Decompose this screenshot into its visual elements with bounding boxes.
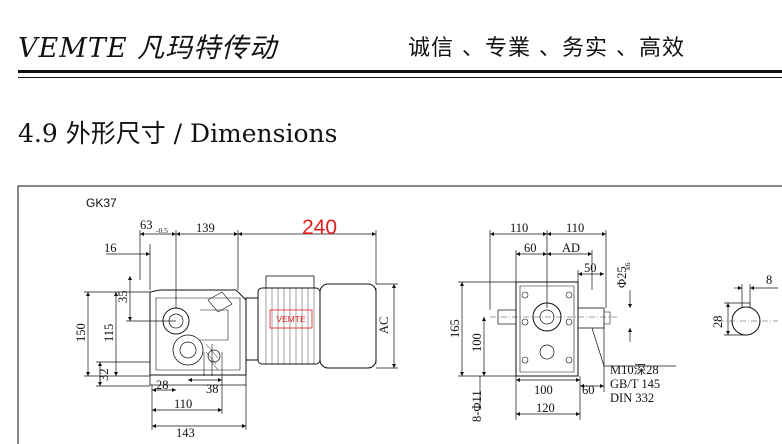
dim-38: 38	[206, 382, 219, 396]
nameplate-box	[269, 309, 313, 329]
dim-35: 35	[116, 291, 130, 304]
dim-16: 16	[104, 241, 117, 255]
company-slogan: 诚信 、专業 、务实 、高效	[408, 36, 685, 61]
dim-shaft-diameter: Φ25	[615, 266, 629, 288]
gb-standard: GB/T 145	[610, 377, 660, 391]
dim-keyway-8: 8	[766, 273, 772, 287]
din-standard: DIN 332	[610, 391, 654, 405]
motor-nameplate-text: VEMTE	[276, 314, 306, 324]
section-title: 4.9 外形尺寸 / Dimensions	[18, 119, 338, 148]
dim-143: 143	[176, 426, 195, 440]
dim-139: 139	[196, 221, 215, 235]
gearbox-end-view	[490, 281, 618, 377]
dim-ac: AC	[377, 317, 391, 334]
output-shaft	[577, 307, 605, 329]
dim-keyway-28: 28	[711, 316, 725, 329]
highlight-length-240: 240	[302, 216, 337, 239]
dim-60-end: 60	[524, 241, 537, 255]
dim-ad: AD	[562, 241, 580, 255]
dim-110-end-a: 110	[510, 221, 528, 235]
dim-110-side: 110	[174, 397, 192, 411]
dim-28-side: 28	[156, 378, 169, 392]
dim-120: 120	[536, 401, 555, 415]
motor-fan-cover	[319, 283, 377, 369]
side-view-dimensions	[84, 230, 398, 430]
drawing-frame	[17, 185, 782, 444]
dim-63-tolerance: -0.5	[156, 226, 168, 235]
dim-shaft-tolerance: k6	[623, 262, 632, 270]
dim-100-vertical: 100	[470, 333, 484, 352]
dim-165: 165	[448, 319, 462, 338]
drawing-svg: GK37	[17, 185, 782, 444]
header-rule-thick	[18, 70, 782, 73]
page-header: VEMTE 凡玛特传动 诚信 、专業 、务实 、高效	[0, 0, 782, 84]
gearbox-housing	[149, 289, 247, 376]
keyway-slot	[741, 302, 751, 307]
brand-logo-text: VEMTE 凡玛特传动	[18, 33, 278, 64]
header-rule-thin	[18, 77, 782, 78]
dim-hole-pattern: 8-Φ11	[470, 390, 484, 422]
dim-60-bottom: 60	[582, 383, 595, 397]
dimension-drawing: GK37	[0, 180, 782, 444]
shaft-keyway-view	[731, 302, 761, 336]
dim-32: 32	[97, 369, 111, 382]
gear-motor-side-view	[149, 275, 377, 386]
motor-body	[257, 287, 321, 365]
keyway-dimensions	[718, 284, 778, 336]
dim-100-horizontal: 100	[534, 383, 553, 397]
center-thread-spec: M10深28	[610, 363, 659, 377]
dim-115: 115	[102, 324, 116, 342]
model-label: GK37	[86, 196, 117, 210]
dim-50: 50	[584, 261, 597, 275]
motor-flange	[245, 297, 259, 361]
dim-63: 63	[140, 218, 153, 232]
end-view-dimensions	[458, 230, 676, 420]
dim-150: 150	[74, 323, 88, 342]
dim-110-end-b: 110	[566, 221, 584, 235]
